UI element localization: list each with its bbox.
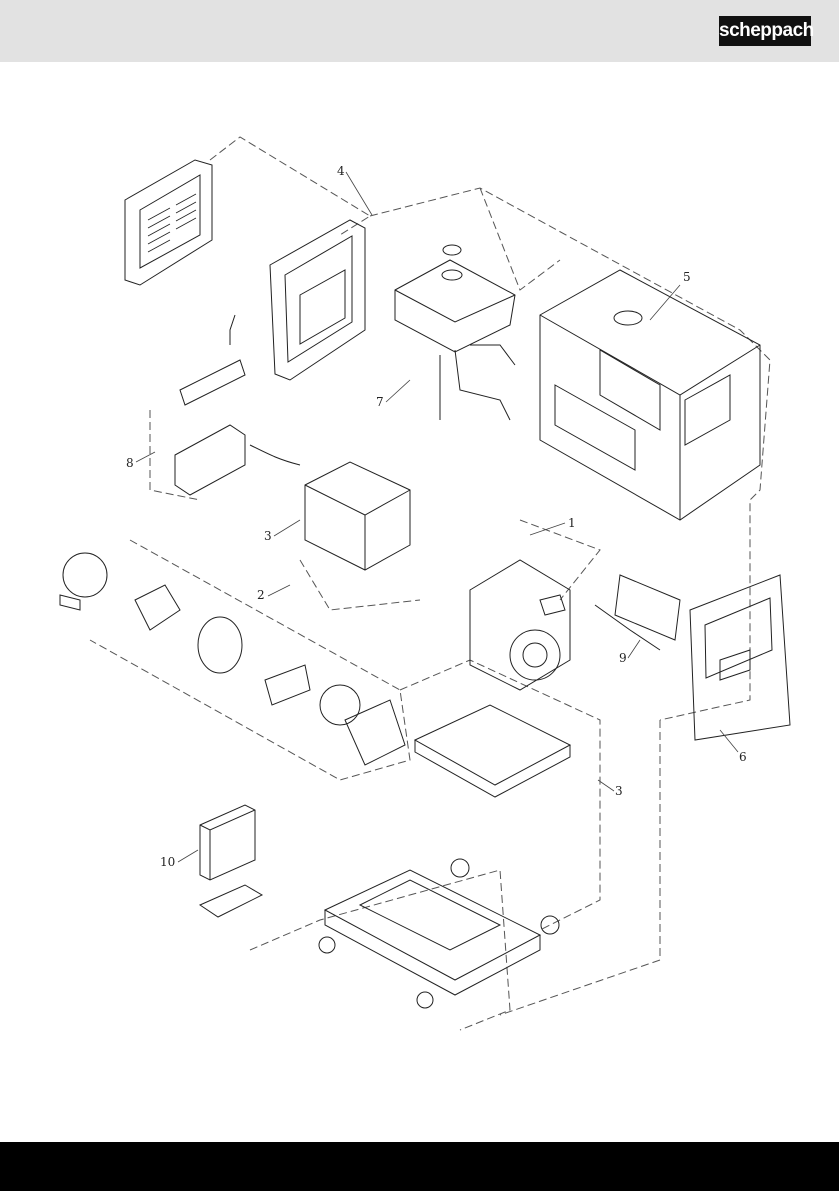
callout-5: 5 [683, 270, 691, 284]
battery-10 [200, 805, 262, 917]
callout-6: 6 [739, 750, 747, 764]
door-panel-4 [270, 220, 365, 380]
group-line-4 [210, 137, 370, 235]
callout-1: 1 [568, 516, 576, 530]
callout-9: 9 [619, 651, 627, 665]
callout-8: 8 [126, 456, 134, 470]
group-line-2 [90, 540, 410, 780]
chassis [319, 859, 559, 1008]
page-footer [0, 1142, 839, 1191]
side-panel-6 [690, 575, 790, 740]
control-box-3 [305, 462, 410, 570]
callout-leaders [136, 172, 738, 862]
group-line-chassis [500, 720, 660, 1015]
group-line-tank [480, 188, 560, 290]
canopy-5 [540, 270, 760, 520]
callout-3-upper: 3 [264, 529, 272, 543]
callout-2: 2 [257, 588, 265, 602]
louvre-panel [125, 160, 212, 285]
callout-7: 7 [376, 395, 384, 409]
alternator-2 [60, 553, 405, 765]
group-line-1 [520, 520, 600, 600]
callout-10: 10 [160, 855, 175, 869]
callout-4: 4 [337, 164, 345, 178]
fuel-tank [395, 245, 515, 352]
control-panel-9 [595, 575, 680, 650]
base-frame [415, 705, 570, 797]
group-line-battery [250, 870, 510, 1030]
muffler-8 [175, 315, 300, 495]
engine-1 [470, 560, 570, 690]
callout-3-lower: 3 [615, 784, 623, 798]
fuel-lines-7 [440, 345, 515, 420]
